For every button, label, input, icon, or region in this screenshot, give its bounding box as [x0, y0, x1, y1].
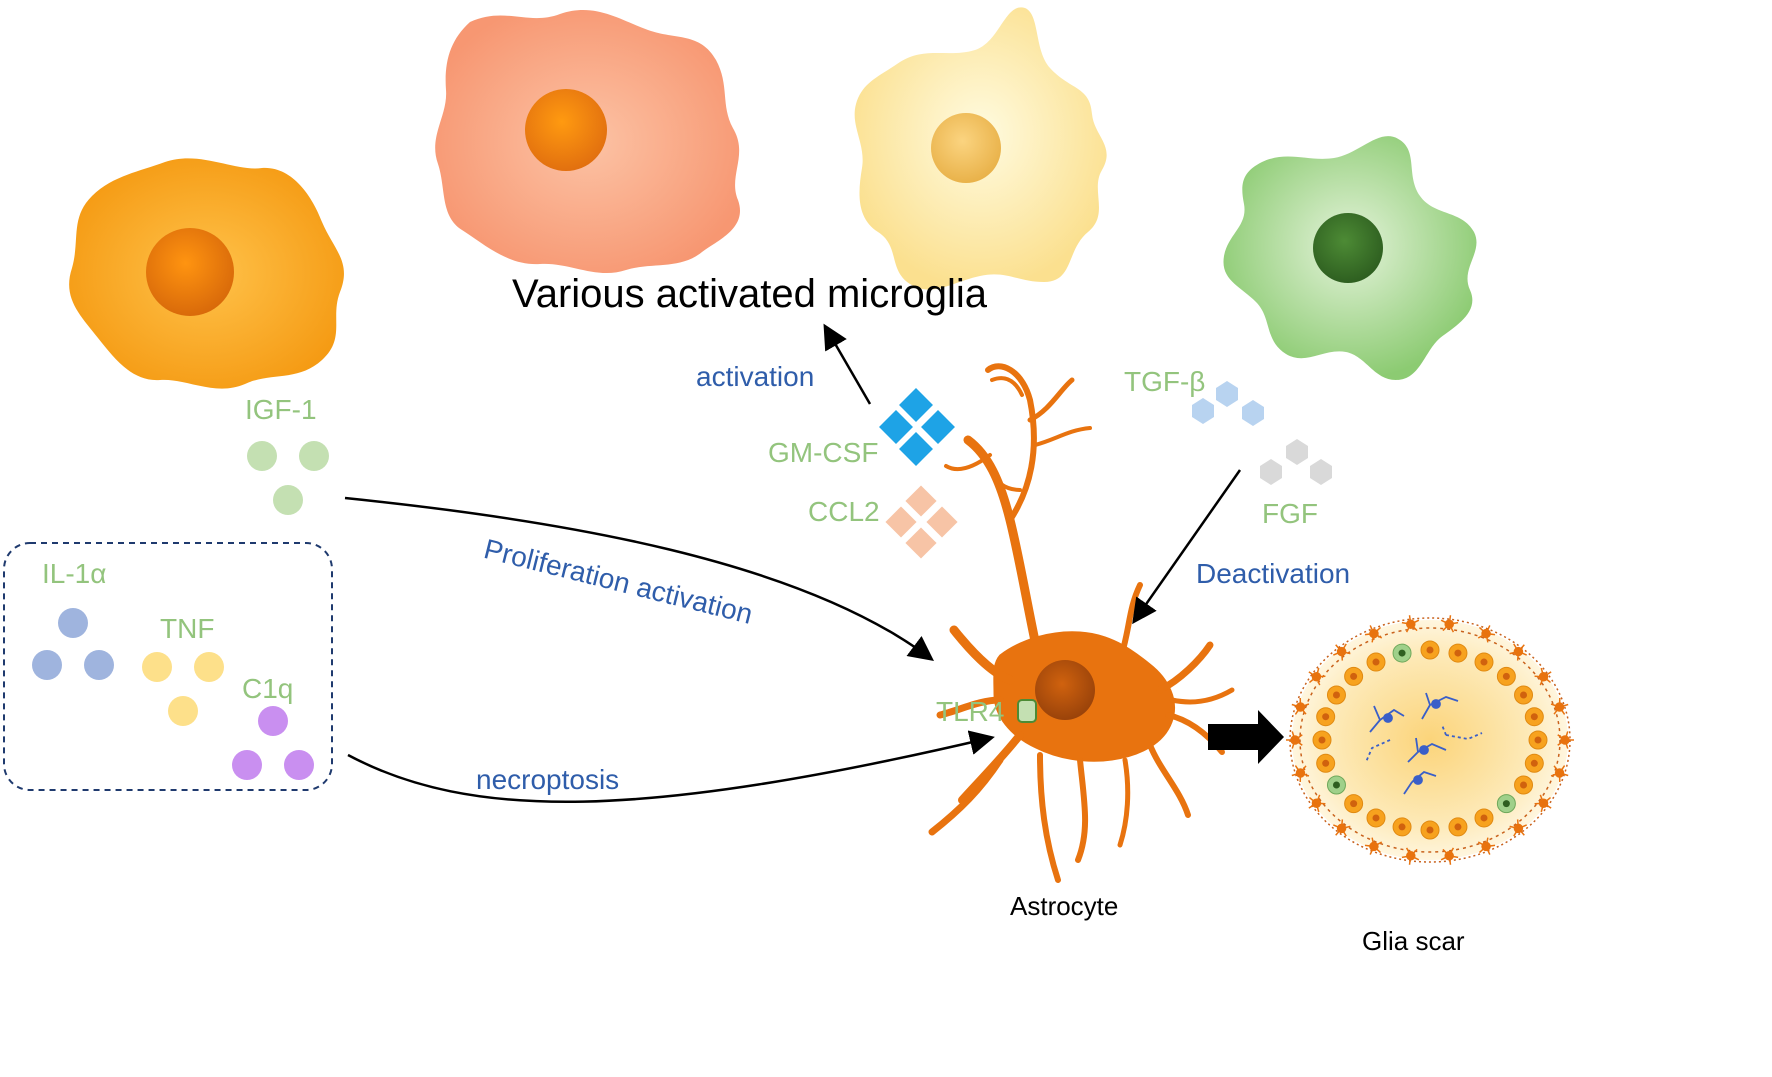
scar-neurons [1365, 692, 1483, 795]
scar-astrocyte [1477, 837, 1496, 855]
scar-astrocyte [1333, 819, 1351, 837]
c1q-molecules [232, 706, 314, 780]
scar-astrocyte [1291, 765, 1310, 782]
fgf-label: FGF [1262, 498, 1318, 529]
scar-cell [1524, 753, 1544, 773]
tgfb-label: TGF-β [1124, 366, 1206, 397]
microglia-salmon [435, 10, 740, 274]
scar-astrocyte [1401, 847, 1420, 865]
scar-astrocyte [1286, 731, 1303, 749]
il1a-label: IL-1α [42, 558, 107, 589]
scar-cell [1366, 808, 1386, 828]
ccl2-label: CCL2 [808, 496, 880, 527]
scar-cell [1344, 666, 1364, 686]
glia-scar-label: Glia scar [1362, 926, 1465, 956]
scar-astrocyte [1440, 847, 1459, 865]
scar-cell [1366, 652, 1386, 672]
scar-cell [1448, 643, 1468, 663]
activation-label: activation [696, 361, 815, 392]
scar-cell [1316, 753, 1336, 773]
scar-microglia [1496, 794, 1516, 814]
scar-astrocyte [1291, 698, 1310, 715]
tnf-label: TNF [160, 613, 215, 644]
scar-cell [1420, 640, 1440, 660]
glia-scar-illustration [1286, 615, 1574, 865]
diagram-title: Various activated microglia [512, 272, 988, 316]
scar-cell [1344, 794, 1364, 814]
ccl2-molecules [885, 485, 958, 559]
astrocyte-cell [928, 363, 1235, 883]
scar-cell [1524, 707, 1544, 727]
deactivation-arrow [1132, 469, 1242, 625]
scar-cell [1392, 817, 1412, 837]
inflammatory-factor-box [3, 542, 333, 791]
scar-microglia [1326, 775, 1346, 795]
scar-astrocyte [1308, 667, 1326, 686]
scar-transition-arrow [1208, 710, 1284, 764]
scar-cell [1448, 817, 1468, 837]
scar-astrocyte [1308, 794, 1326, 813]
scar-astrocyte [1333, 643, 1351, 661]
scar-cell [1514, 775, 1534, 795]
scar-cell [1316, 707, 1336, 727]
il1a-molecules [32, 608, 114, 680]
c1q-label: C1q [242, 673, 294, 704]
scar-astrocyte [1364, 837, 1383, 855]
tnf-molecules [142, 652, 224, 726]
igf1-label: IGF-1 [245, 394, 317, 425]
fgf-molecules [1260, 439, 1332, 485]
necroptosis-label: necroptosis [476, 764, 620, 795]
scar-cell [1474, 808, 1494, 828]
scar-cell [1528, 730, 1548, 750]
scar-cell [1496, 666, 1516, 686]
gmcsf-label: GM-CSF [768, 437, 879, 468]
scar-astrocyte [1550, 765, 1569, 782]
tlr4-label: TLR4 [936, 696, 1005, 727]
scar-astrocyte [1550, 698, 1569, 715]
microglia-yellow [854, 7, 1107, 290]
necroptosis-arrow [347, 730, 995, 804]
scar-astrocyte [1509, 643, 1527, 661]
scar-microglia [1392, 643, 1412, 663]
astrocyte-label: Astrocyte [1010, 891, 1119, 921]
scar-cell [1326, 685, 1346, 705]
scar-cell [1312, 730, 1332, 750]
gmcsf-molecules [879, 388, 955, 466]
deactivation-label: Deactivation [1196, 558, 1351, 589]
scar-astrocyte [1534, 667, 1552, 686]
scar-cell [1420, 820, 1440, 840]
scar-astrocyte [1440, 615, 1459, 633]
scar-cell [1474, 652, 1494, 672]
microglia-green [1223, 136, 1477, 380]
proliferation-arrow [344, 496, 934, 662]
scar-cell [1514, 685, 1534, 705]
scar-astrocyte [1477, 625, 1496, 643]
igf1-molecules [247, 441, 329, 515]
scar-astrocyte [1557, 731, 1574, 749]
activation-arrow [823, 323, 872, 405]
microglia-orange [69, 158, 344, 389]
scar-astrocyte [1534, 794, 1552, 813]
scar-astrocyte [1401, 615, 1420, 633]
tgfb-molecules [1192, 381, 1264, 426]
scar-astrocyte [1509, 819, 1527, 837]
scar-astrocyte [1364, 625, 1383, 643]
tlr4-receptor [1017, 699, 1037, 723]
